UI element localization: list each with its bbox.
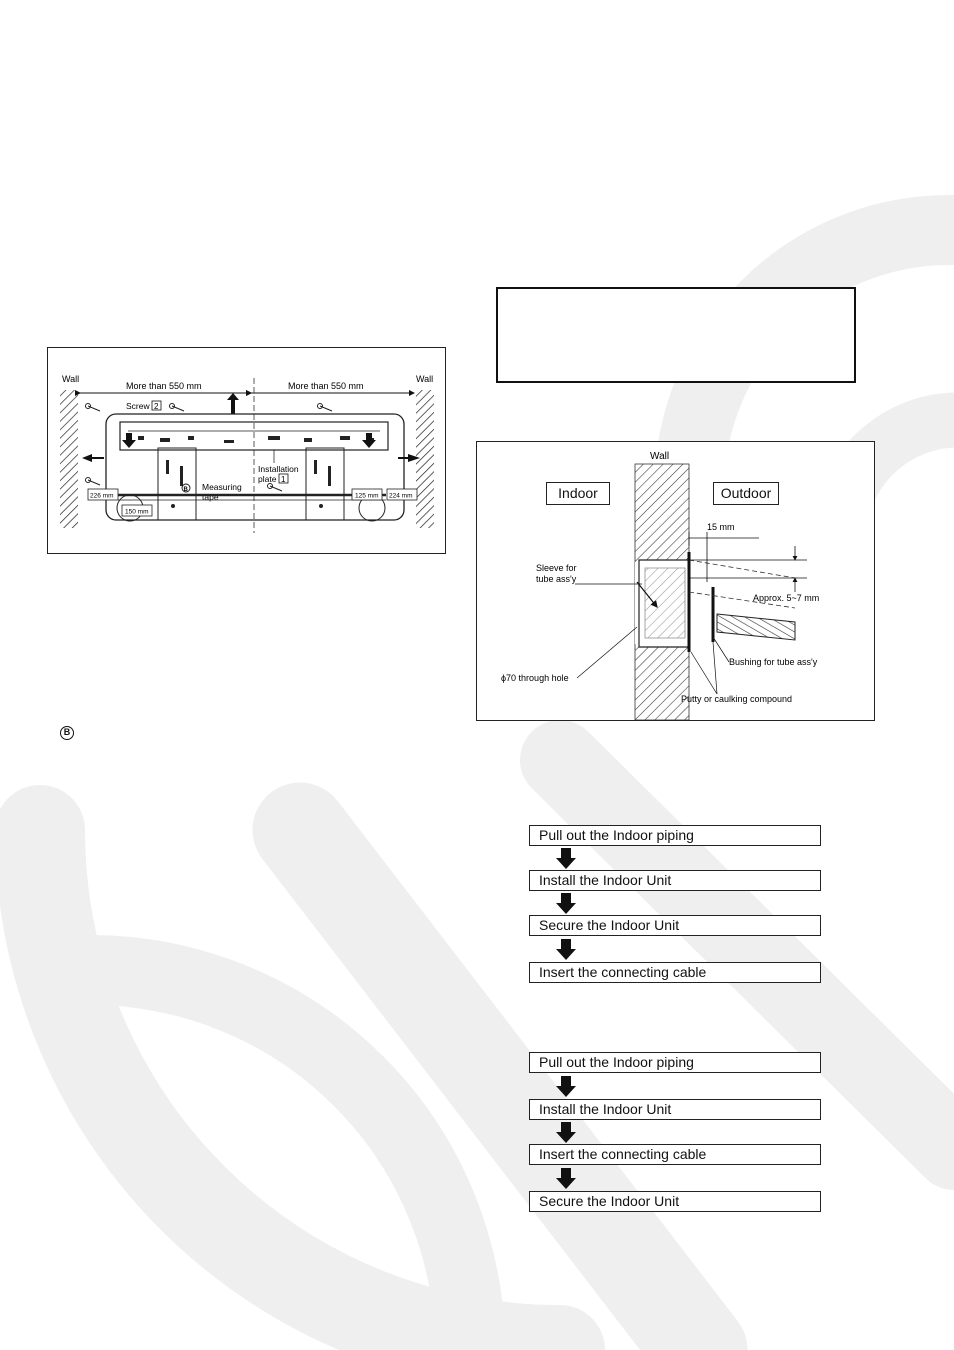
plate-number: 1 [281, 475, 286, 484]
putty-label: Putty or caulking compound [681, 694, 792, 704]
down-arrow-icon [556, 893, 576, 914]
down-arrow-icon [556, 1076, 576, 1097]
note-box [496, 287, 856, 383]
tape-label-line2: tape [202, 492, 219, 502]
outdoor-label: Outdoor [720, 485, 772, 501]
dim-left-label: More than 550 mm [126, 381, 202, 391]
flow2-step-1: Pull out the Indoor piping [529, 1052, 821, 1073]
flow1-step-1: Pull out the Indoor piping [529, 825, 821, 846]
indoor-label-box: Indoor [546, 482, 610, 505]
marker-b-symbol: B [60, 726, 74, 740]
dim-226: 226 mm [90, 493, 113, 500]
dim-125: 125 mm [355, 493, 378, 500]
sleeve-label-line1: Sleeve for [536, 563, 577, 573]
dim-224: 224 mm [389, 493, 412, 500]
dim-15mm: 15 mm [707, 522, 735, 532]
indoor-label: Indoor [558, 485, 598, 501]
screw-number: 2 [154, 402, 159, 411]
left-wall [60, 390, 78, 528]
wall-right-label: Wall [416, 374, 433, 384]
flow1-step-2: Install the Indoor Unit [529, 870, 821, 891]
wall-label: Wall [650, 451, 669, 462]
bushing-label: Bushing for tube ass'y [729, 657, 818, 667]
plate-label-line2: plate [258, 474, 277, 484]
dim-150: 150 mm [125, 509, 148, 516]
approx-label: Approx. 5~7 mm [753, 593, 819, 603]
tape-label-line1: Measuring [202, 482, 242, 492]
installation-plate-figure: Wall Wall More than 550 mm More than 550… [47, 347, 446, 554]
outdoor-label-box: Outdoor [713, 482, 779, 505]
plate-label-line1: Installation [258, 464, 299, 474]
down-arrow-icon [556, 848, 576, 869]
installation-plate-drawing: Wall Wall More than 550 mm More than 550… [60, 374, 434, 533]
down-arrow-icon [556, 1168, 576, 1189]
flow2-step-4: Secure the Indoor Unit [529, 1191, 821, 1212]
flow1-step-4: Insert the connecting cable [529, 962, 821, 983]
down-arrow-icon [556, 939, 576, 960]
flow2-step-3: Insert the connecting cable [529, 1144, 821, 1165]
wall-left-label: Wall [62, 374, 79, 384]
screw-label: Screw [126, 401, 150, 411]
wall-sleeve-drawing: Wall 15 mm Approx. 5~7 mm Sleeve for tub… [501, 451, 819, 721]
flow1-step-3: Secure the Indoor Unit [529, 915, 821, 936]
sleeve-label-line2: tube ass'y [536, 574, 577, 584]
flow2-step-2: Install the Indoor Unit [529, 1099, 821, 1120]
marker-b: B [184, 487, 189, 493]
hole-label: ϕ70 through hole [501, 673, 569, 683]
wall-sleeve-figure: Wall 15 mm Approx. 5~7 mm Sleeve for tub… [476, 441, 875, 721]
dim-right-label: More than 550 mm [288, 381, 364, 391]
down-arrow-icon [556, 1122, 576, 1143]
right-wall [416, 390, 434, 528]
